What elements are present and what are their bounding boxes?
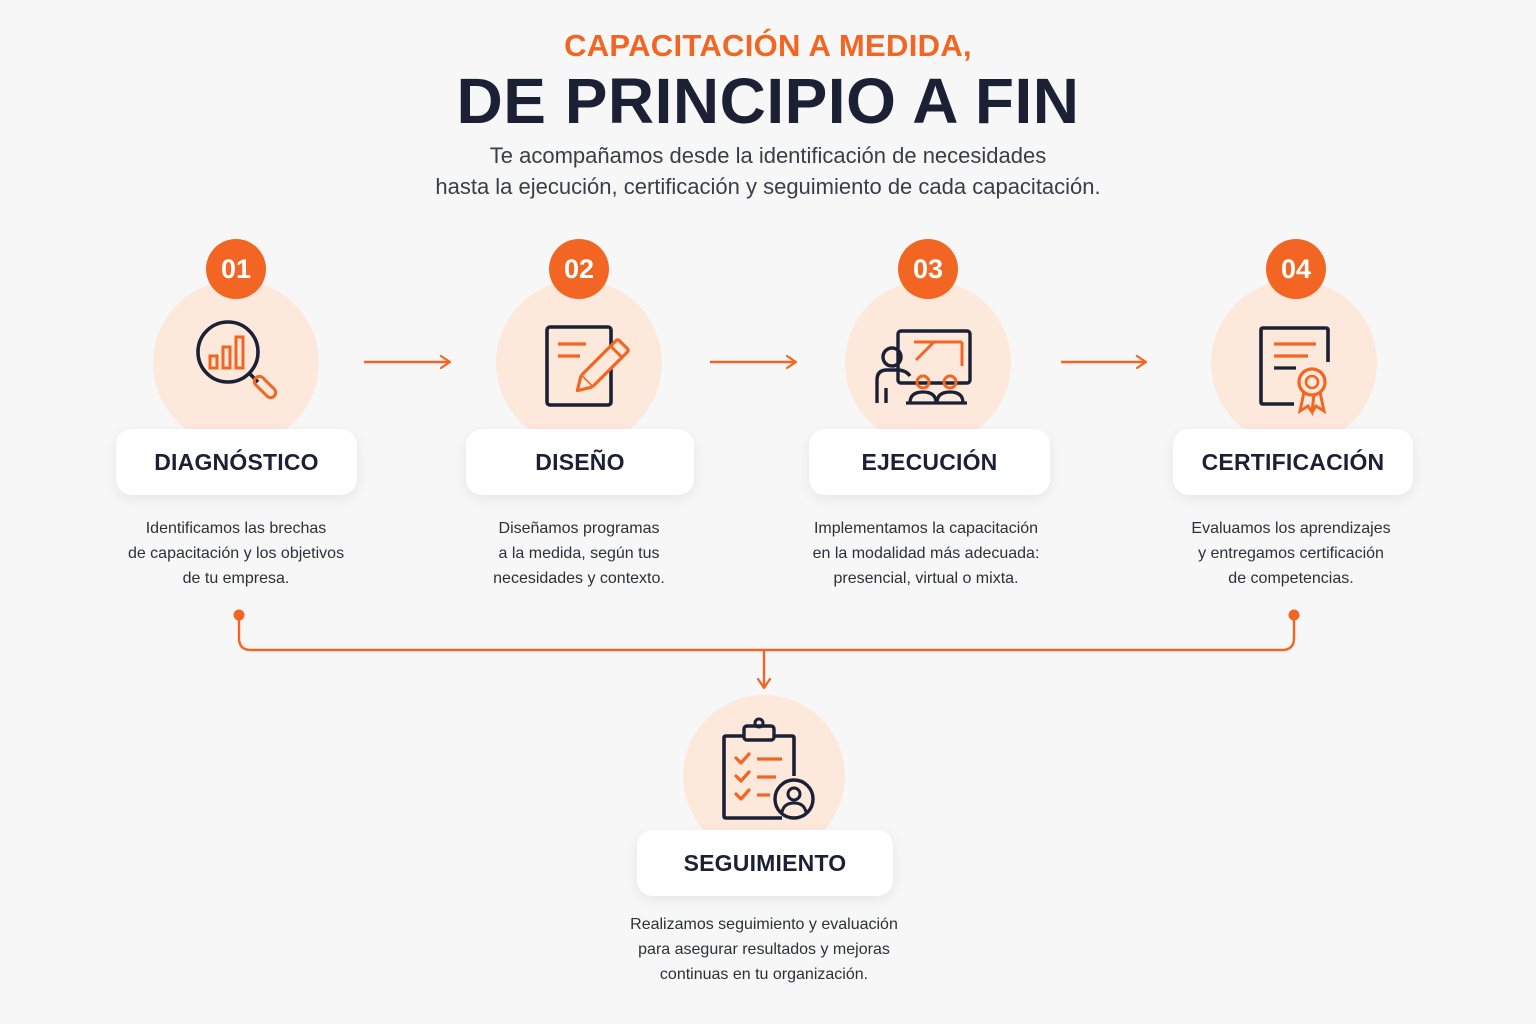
step-number-badge: 02 [549, 239, 609, 299]
description-line: de competencias. [1228, 570, 1354, 587]
clipboard-checklist-icon [722, 717, 815, 820]
followup-label: SEGUIMIENTO [637, 830, 893, 896]
description-line: Realizamos seguimiento y evaluación [630, 916, 898, 933]
certificate-icon [1259, 326, 1330, 417]
step-description: Diseñamos programas a la medida, según t… [429, 516, 729, 591]
step-circle-certificacion [1211, 280, 1377, 446]
step-description: Evaluamos los aprendizajes y entregamos … [1141, 516, 1441, 591]
step-label-certificacion: CERTIFICACIÓN [1173, 429, 1413, 495]
description-line: a la medida, según tus [498, 545, 660, 562]
lead-line: Te acompañamos desde la identificación d… [489, 143, 1047, 168]
step-circle-ejecucion [845, 280, 1011, 446]
kicker-title: CAPACITACIÓN A MEDIDA, [564, 28, 972, 63]
step-label-diagnostico: DIAGNÓSTICO [116, 429, 357, 495]
step-number-badge: 04 [1266, 239, 1326, 299]
bracket-line [237, 615, 1296, 652]
lead-text: Te acompañamos desde la identificación d… [0, 140, 1536, 202]
document-pencil-icon [545, 325, 630, 407]
description-line: continuas en tu organización. [659, 966, 869, 983]
step-label-diseno: DISEÑO [466, 429, 694, 495]
description-line: y entregamos certificación [1198, 545, 1384, 562]
magnifier-chart-icon [196, 320, 278, 400]
description-line: Identificamos las brechas [145, 520, 327, 537]
description-line: en la modalidad más adecuada: [812, 545, 1040, 562]
step-description: Implementamos la capacitación en la moda… [776, 516, 1076, 591]
description-line: Evaluamos los aprendizajes [1191, 520, 1391, 537]
description-line: de tu empresa. [182, 570, 290, 587]
description-line: para asegurar resultados y mejoras [638, 941, 890, 958]
description-line: necesidades y contexto. [493, 570, 665, 587]
step-description: Identificamos las brechas de capacitació… [86, 516, 386, 591]
followup-description: Realizamos seguimiento y evaluación para… [589, 912, 939, 987]
description-line: Diseñamos programas [498, 520, 660, 537]
description-line: presencial, virtual o mixta. [833, 570, 1019, 587]
step-circle-diseno [496, 280, 662, 446]
description-line: de capacitación y los objetivos [127, 545, 345, 562]
lead-line: hasta la ejecución, certificación y segu… [435, 174, 1101, 199]
step-number-badge: 03 [898, 239, 958, 299]
description-line: Implementamos la capacitación [813, 520, 1039, 537]
step-label-ejecucion: EJECUCIÓN [809, 429, 1050, 495]
page-title: DE PRINCIPIO A FIN [456, 65, 1080, 137]
presentation-board-icon [875, 329, 972, 405]
step-number-badge: 01 [206, 239, 266, 299]
